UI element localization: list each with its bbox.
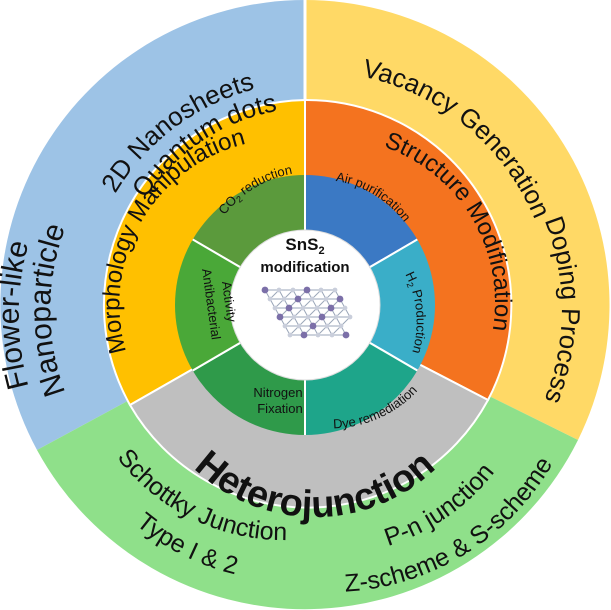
lattice-atom-s xyxy=(333,314,339,320)
lattice-atom-s xyxy=(300,305,306,311)
lattice-atom-sn xyxy=(309,322,317,330)
lattice-atom-sn xyxy=(294,295,302,303)
lattice-atom-s xyxy=(296,323,302,329)
inner-label-fixation: Fixation xyxy=(257,401,303,416)
inner-h2-sub: 2 xyxy=(404,281,415,289)
inner-label-nitrogen: Nitrogen xyxy=(253,385,302,400)
center-title: SnS2 xyxy=(285,235,324,257)
lattice-atom-s xyxy=(323,296,329,302)
lattice-atom-s xyxy=(281,296,287,302)
inner-label-antibacterial-group: Antibacterial Activity xyxy=(199,268,240,341)
lattice-atom-s xyxy=(324,323,330,329)
lattice-atom-sn xyxy=(285,304,293,312)
lattice-atom-s xyxy=(315,332,321,338)
lattice-atom-s xyxy=(318,287,324,293)
lattice-atom-s xyxy=(314,305,320,311)
center-circle xyxy=(229,229,381,381)
center-title-prefix: SnS xyxy=(285,235,318,254)
inner-co2-sub: 2 xyxy=(234,194,244,205)
lattice-atom-s xyxy=(287,332,293,338)
lattice-atom-sn xyxy=(327,304,335,312)
lattice-atom-sn xyxy=(303,286,311,294)
lattice-atom-s xyxy=(347,314,353,320)
lattice-atom-sn xyxy=(342,331,350,339)
lattice-atom-s xyxy=(342,305,348,311)
lattice-atom-s xyxy=(282,323,288,329)
inner-h2-suffix: Production xyxy=(408,284,429,356)
lattice-atom-sn xyxy=(276,313,284,321)
lattice-atom-s xyxy=(272,305,278,311)
lattice-atom-s xyxy=(329,332,335,338)
lattice-atom-s xyxy=(305,314,311,320)
center-title-line2: modification xyxy=(260,259,349,276)
sns2-lattice-illustration xyxy=(261,286,353,339)
lattice-atom-s xyxy=(276,287,282,293)
lattice-atom-sn xyxy=(318,313,326,321)
lattice-atom-sn xyxy=(300,331,308,339)
inner-label-activity: Activity xyxy=(219,280,240,323)
lattice-atom-s xyxy=(309,296,315,302)
lattice-atom-s xyxy=(290,287,296,293)
lattice-atom-s xyxy=(267,296,273,302)
lattice-atom-sn xyxy=(261,286,269,294)
lattice-atom-s xyxy=(332,287,338,293)
lattice-atom-s xyxy=(338,323,344,329)
center-title-sub: 2 xyxy=(318,245,324,257)
lattice-atom-sn xyxy=(336,295,344,303)
lattice-atom-s xyxy=(291,314,297,320)
